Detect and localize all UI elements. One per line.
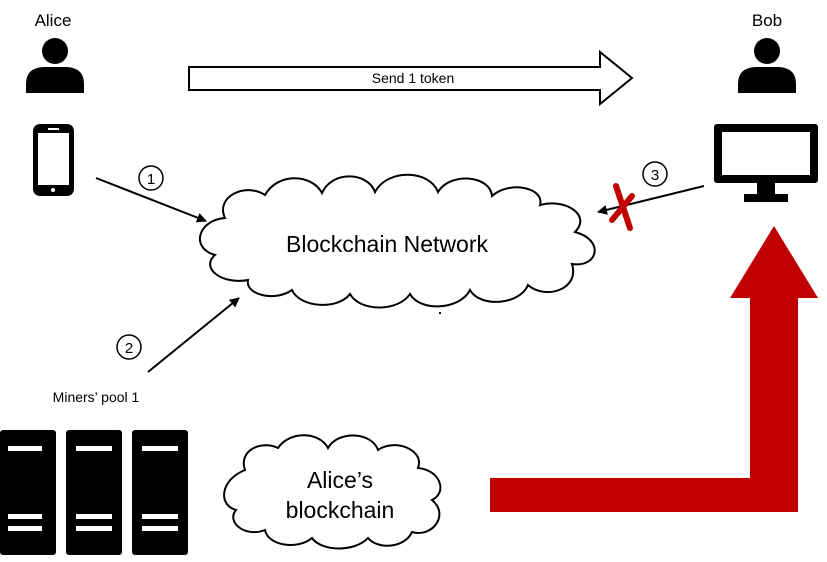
network-label: Blockchain Network [286,231,488,257]
step-2-label: 2 [125,340,133,357]
step-2-arrow [147,297,240,373]
miners-label: Miners’ pool 1 [53,389,140,405]
alice-label: Alice [35,11,72,30]
step-1-arrow [95,177,207,223]
bob-person-icon [738,38,796,93]
monitor-icon [714,124,818,202]
step-1-label: 1 [147,171,155,188]
fork-label-line-1: Alice’s [307,467,373,493]
fork-label-line-2: blockchain [286,497,395,523]
step-3-circle [642,161,668,187]
server-icon [0,430,188,555]
bob-label: Bob [752,11,782,30]
fork-arrow [490,226,818,512]
stray-dot [439,312,441,314]
phone-icon [33,124,74,196]
network-cloud-icon [198,173,596,309]
send-token-arrow [188,49,634,107]
step-1-circle [138,165,164,191]
fork-cloud-icon [223,434,442,550]
step-2-circle [116,334,142,360]
step-3-label: 3 [651,167,659,184]
alice-person-icon [26,38,84,93]
send-token-label: Send 1 token [372,70,455,86]
reject-x-icon [609,183,635,231]
step-3-arrow [597,185,705,215]
